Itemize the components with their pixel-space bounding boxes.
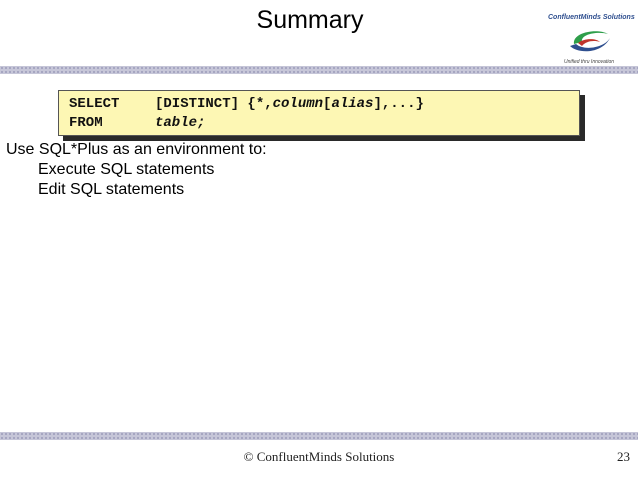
bottom-divider-band	[0, 432, 638, 440]
code-part: [	[323, 96, 332, 112]
bullet-item: Execute SQL statements	[38, 161, 215, 178]
footer-copyright: © ConfluentMinds Solutions	[243, 449, 395, 464]
keyword-from: FROM	[69, 115, 103, 131]
logo-tagline: Unified thru Innovation	[563, 59, 615, 65]
sql-syntax-box: SELECT [DISTINCT] {*,column[alias],...} F…	[58, 90, 580, 136]
code-line-select: SELECT [DISTINCT] {*,column[alias],...}	[69, 96, 424, 112]
bullet-item: Edit SQL statements	[38, 181, 185, 198]
code-alias: alias	[331, 96, 374, 112]
code-table: table;	[155, 115, 206, 131]
code-part: [DISTINCT] {*,	[155, 96, 273, 112]
body-intro: Use SQL*Plus as an environment to:	[6, 141, 267, 158]
code-line-from: FROM table;	[69, 115, 205, 131]
code-part: ],...}	[373, 96, 424, 112]
logo-name: ConfluentMinds Solutions	[548, 14, 635, 21]
logo-swoosh-icon	[570, 31, 610, 52]
company-logo: ConfluentMinds Solutions Unified thru In…	[548, 14, 635, 68]
page-number: 23	[617, 449, 630, 464]
code-column: column	[272, 96, 324, 112]
slide-title: Summary	[256, 6, 364, 34]
slide-footer: © ConfluentMinds Solutions 23	[0, 449, 638, 469]
keyword-select: SELECT	[69, 96, 120, 112]
top-divider-band	[0, 66, 638, 74]
slide-body: Use SQL*Plus as an environment to: Execu…	[6, 140, 267, 200]
